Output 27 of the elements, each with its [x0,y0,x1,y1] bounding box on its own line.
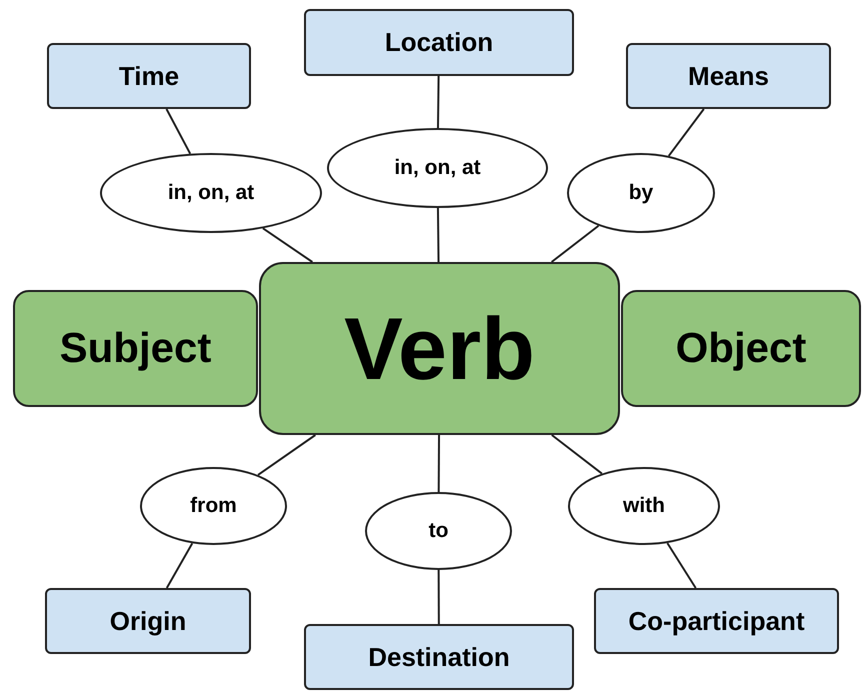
argument-box: Subject [13,290,258,407]
connector-line [438,570,440,624]
connector-line [166,108,192,154]
preposition-ellipse: to [365,492,512,570]
connector-line [551,434,602,474]
connector-line [438,435,440,492]
role-box: Destination [304,624,574,690]
connector-line [550,224,600,263]
connector-line [436,208,440,262]
role-box: Time [47,43,251,109]
connector-line [668,108,705,157]
argument-box: Object [621,290,861,407]
preposition-ellipse: by [567,153,715,233]
connector-line [262,228,313,263]
role-box: Means [626,43,831,109]
preposition-ellipse: with [568,467,720,545]
preposition-ellipse: in, on, at [327,128,548,208]
connector-line [166,542,194,588]
connector-line [257,434,316,476]
role-box: Origin [45,588,251,654]
role-box: Location [304,9,574,76]
role-box: Co-participant [594,588,839,654]
verb-box: Verb [259,262,620,435]
connector-line [666,542,697,589]
preposition-ellipse: in, on, at [100,153,322,233]
preposition-ellipse: from [140,467,287,545]
connector-line [436,76,440,128]
